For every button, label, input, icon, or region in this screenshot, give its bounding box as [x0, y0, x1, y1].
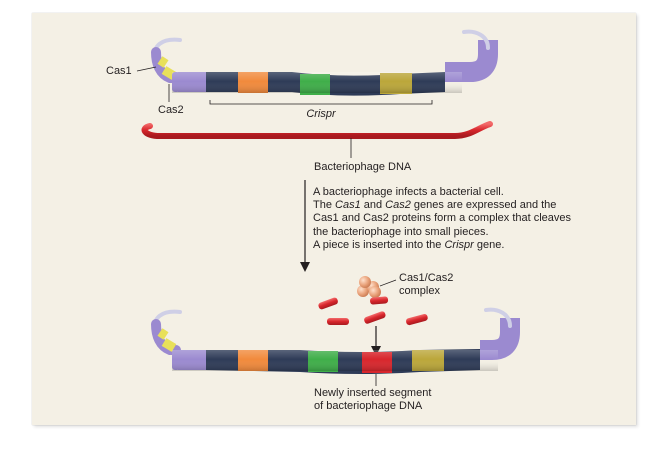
- complex-leader: [379, 279, 397, 287]
- cas1-leader: [136, 66, 157, 72]
- complex-label-line-2: complex: [399, 285, 440, 297]
- step-line-3: Cas1 and Cas2 proteins form a complex th…: [313, 212, 572, 225]
- step-line-5: A piece is inserted into the Crispr gene…: [313, 238, 505, 251]
- cas1-band: [157, 56, 169, 68]
- bottom-chromosome: [151, 307, 520, 374]
- crispr-label: Crispr: [306, 108, 336, 120]
- inserted-label-line-2: of bacteriophage DNA: [314, 400, 423, 412]
- process-description: A bacteriophage infects a bacterial cell…: [313, 186, 613, 252]
- step-line-2: The Cas1 and Cas2 genes are expressed an…: [313, 199, 557, 212]
- complex-label: Cas1/Cas2 complex: [399, 272, 453, 298]
- cas1-label: Cas1: [106, 65, 132, 77]
- cas-right-end: [445, 40, 498, 82]
- crispr-bracket: [209, 100, 433, 105]
- bacteriophage-dna: [141, 121, 493, 139]
- complex-label-line-1: Cas1/Cas2: [399, 272, 454, 284]
- top-chromosome: [151, 29, 498, 96]
- step-line-4: the bacteriophage into small pieces.: [313, 225, 489, 238]
- cas2-label: Cas2: [158, 104, 184, 116]
- cas-complex: [357, 276, 381, 298]
- process-arrow-head: [300, 262, 310, 272]
- bacteriophage-dna-label: Bacteriophage DNA: [314, 161, 412, 173]
- step-line-1: A bacteriophage infects a bacterial cell…: [313, 186, 504, 198]
- inserted-label-line-1: Newly inserted segment: [314, 387, 432, 399]
- inserted-segment-label: Newly inserted segment of bacteriophage …: [314, 387, 431, 413]
- phage-fragments: [318, 296, 428, 326]
